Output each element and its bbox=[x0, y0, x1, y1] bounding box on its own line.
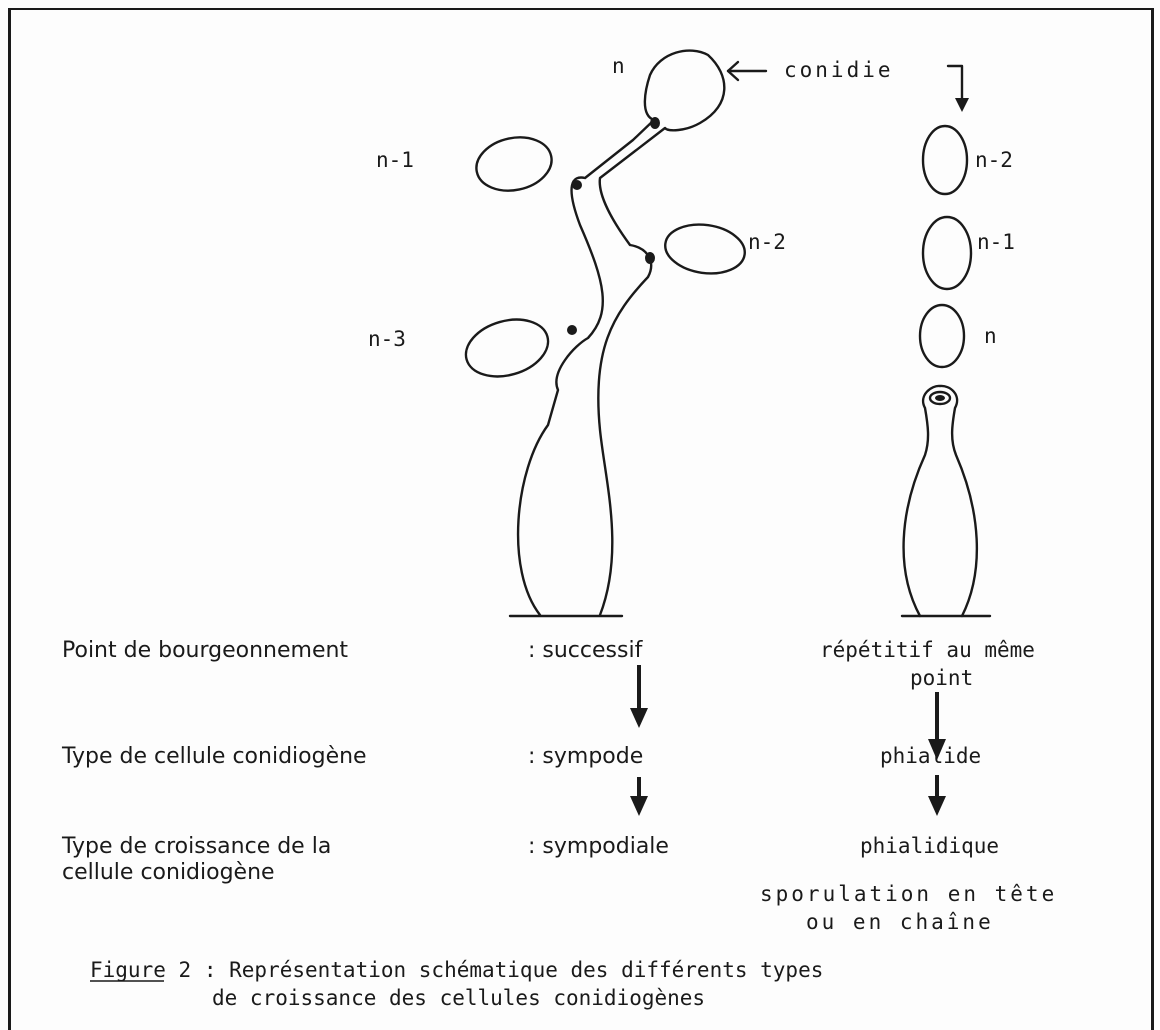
conidie-bent-arrow-shaft bbox=[946, 64, 964, 102]
conidie-bent-arrowhead bbox=[955, 98, 969, 112]
caption-line-2: de croissance des cellules conidiogènes bbox=[212, 986, 706, 1010]
caption-prefix: Figure bbox=[90, 958, 166, 982]
conidium-n-2-left bbox=[664, 223, 746, 275]
label-n-3-left: n-3 bbox=[368, 327, 406, 351]
conidium-n-2-right bbox=[921, 124, 969, 196]
row-celltype-right-value: phialide bbox=[880, 744, 982, 768]
row-celltype-left-value: : sympode bbox=[528, 744, 644, 769]
label-n-right: n bbox=[984, 324, 997, 348]
sympode-stalk-outline bbox=[516, 49, 726, 617]
sporulation-note-1: sporulation en tête bbox=[760, 882, 1058, 906]
conidium-n-1-right bbox=[921, 215, 973, 291]
row-budding-right-value-1: répétitif au même bbox=[820, 638, 1035, 662]
phialide-outline bbox=[902, 384, 979, 618]
row-celltype-label: Type de cellule conidiogène bbox=[62, 744, 367, 769]
caption-figure-label: Figure 2 : Représentation schématique de… bbox=[90, 960, 823, 981]
row-budding-label: Point de bourgeonnement bbox=[62, 638, 349, 663]
row-growth-left-value: : sympodiale bbox=[528, 834, 669, 859]
figure-frame bbox=[8, 8, 1154, 1030]
row-budding-left-value: : successif bbox=[528, 638, 643, 663]
conidium-n-right bbox=[918, 303, 966, 369]
label-n-1-left: n-1 bbox=[376, 148, 414, 172]
phialide-tip bbox=[928, 390, 952, 406]
sporulation-note-2: ou en chaîne bbox=[806, 910, 994, 934]
label-n-1-right: n-1 bbox=[977, 230, 1015, 254]
label-n-2-right: n-2 bbox=[975, 148, 1013, 172]
row-growth-label-2: cellule conidiogène bbox=[62, 860, 275, 885]
caption-separator: : bbox=[203, 958, 217, 982]
row-budding-right-value-2: point bbox=[910, 666, 974, 690]
caption-number: 2 bbox=[178, 958, 192, 982]
label-n-left: n bbox=[612, 54, 625, 78]
row-growth-right-value: phialidique bbox=[860, 834, 1000, 858]
conidie-label: conidie bbox=[784, 58, 894, 82]
row-growth-label-1: Type de croissance de la bbox=[62, 834, 332, 859]
caption-line-1: Représentation schématique des différent… bbox=[229, 958, 824, 982]
label-n-2-left: n-2 bbox=[748, 230, 786, 254]
conidium-n-3 bbox=[464, 318, 550, 378]
conidium-n-1 bbox=[475, 136, 553, 192]
